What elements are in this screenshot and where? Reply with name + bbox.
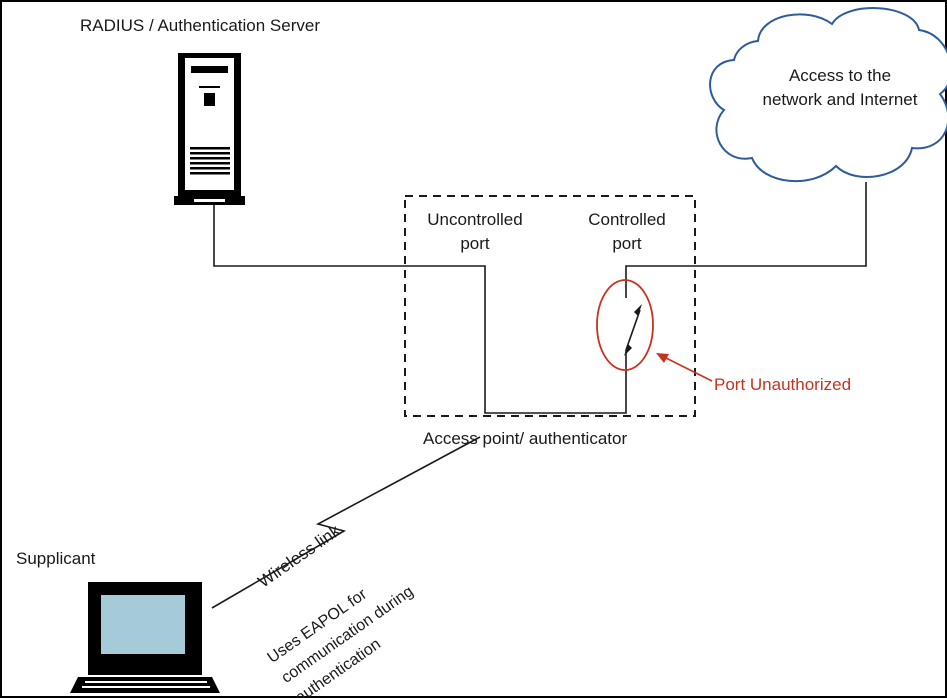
uncontrolled-port-label-line1: Uncontrolled	[427, 210, 523, 229]
cloud-icon	[709, 7, 947, 183]
controlled-port-label-line2: port	[612, 234, 642, 253]
port-status-highlight	[596, 279, 654, 371]
port-status-pointer-arrow	[656, 353, 713, 382]
cloud-label-line2: network and Internet	[762, 90, 918, 109]
port-status-label: Port Unauthorized	[714, 375, 852, 394]
wireless-link-line	[211, 436, 481, 609]
cloud-label-line1: Access to the	[788, 66, 892, 85]
supplicant-label: Supplicant	[16, 549, 96, 568]
uncontrolled-port-label-line2: port	[460, 234, 490, 253]
open-switch-icon	[624, 288, 642, 368]
server-to-uncontrolled-port-line	[213, 205, 627, 414]
controlled-port-label-line1: Controlled	[588, 210, 666, 229]
laptop-icon	[70, 582, 220, 693]
authenticator-label: Access point/ authenticator	[423, 429, 628, 448]
server-label: RADIUS / Authentication Server	[80, 16, 321, 35]
controlled-port-to-network-line	[625, 182, 867, 288]
authenticator-box	[404, 195, 696, 417]
server-tower-icon	[174, 53, 245, 205]
